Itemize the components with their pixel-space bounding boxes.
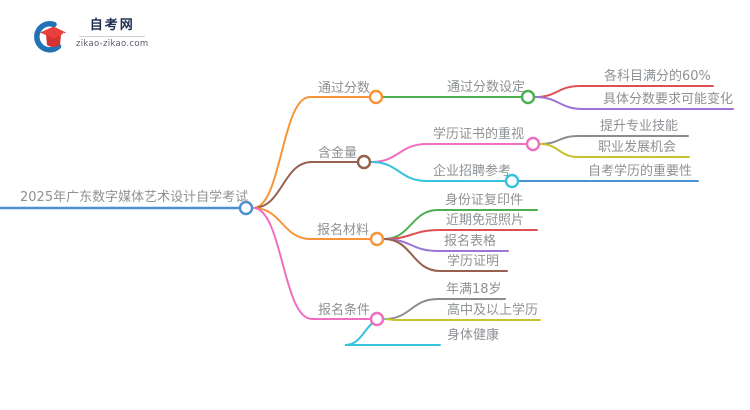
mindmap-node-education-cert[interactable]: 学历证明 [447,254,500,269]
mindmap-node-id-card-copy[interactable]: 身份证复印件 [445,193,524,208]
node-circle-recruit-reference[interactable] [504,173,520,189]
logo-divider [79,36,146,37]
mindmap-node-career-opportunity[interactable]: 职业发展机会 [598,140,677,155]
node-circle-pass-score-setting[interactable] [520,89,536,105]
branch-line-high-school-above [383,318,541,321]
mindmap-node-materials[interactable]: 报名材料 [317,223,370,238]
node-circle-conditions[interactable] [369,311,385,327]
logo-title: 自考网 [89,18,135,33]
mindmap-node-high-school-above[interactable]: 高中及以上学历 [447,303,539,318]
logo-cap-top [40,26,66,39]
mindmap-node-age-18[interactable]: 年满18岁 [446,282,502,297]
mindmap-node-gold-content[interactable]: 含金量 [318,146,358,161]
branch-line-diploma-value [370,143,527,163]
zikao-logo-icon [34,21,66,53]
logo-domain: zikao-zikao.com [76,39,149,49]
branch-line-age-18 [383,298,506,320]
branch-line-gold-content [252,161,358,209]
mindmap-node-subject-full-score-60[interactable]: 各科目满分的60% [604,69,711,84]
mindmap-node-good-health[interactable]: 身体健康 [447,328,500,343]
mindmap-node-pass-score[interactable]: 通过分数 [318,81,371,96]
branch-line-conditions [252,207,371,320]
branch-line-good-health [344,318,441,346]
branch-line-score-may-change [534,96,734,110]
branch-line-career-opportunity [539,143,690,158]
mindmap-node-diploma-value[interactable]: 学历证书的重视 [433,127,525,142]
mindmap-node-root[interactable]: 2025年广东数字媒体艺术设计自学考试 [20,190,249,205]
branch-line-pass-score [252,96,370,209]
logo-swoosh [34,21,62,53]
node-circle-materials[interactable] [369,231,385,247]
branch-line-education-cert [383,238,508,272]
mindmap-node-skill-upgrade[interactable]: 提升专业技能 [600,119,679,134]
node-circle-diploma-value[interactable] [525,136,541,152]
logo-cap-base [46,35,61,47]
mindmap-node-application-form[interactable]: 报名表格 [444,234,497,249]
node-circle-gold-content[interactable] [356,154,372,170]
mindmap-node-score-may-change[interactable]: 具体分数要求可能变化 [603,92,734,107]
node-circle-root[interactable] [238,200,254,216]
mindmap-node-zikao-importance[interactable]: 自考学历的重要性 [588,164,693,179]
mindmap-node-conditions[interactable]: 报名条件 [318,303,371,318]
branch-line-materials [252,207,371,240]
site-logo[interactable]: 自考网 zikao-zikao.com [30,18,148,54]
mindmap-node-recent-photo[interactable]: 近期免冠照片 [446,213,525,228]
mindmap-node-pass-score-setting[interactable]: 通过分数设定 [447,80,526,95]
node-circle-pass-score[interactable] [368,89,384,105]
branch-line-recruit-reference [370,161,506,182]
mindmap-node-recruit-reference[interactable]: 企业招聘参考 [433,164,512,179]
